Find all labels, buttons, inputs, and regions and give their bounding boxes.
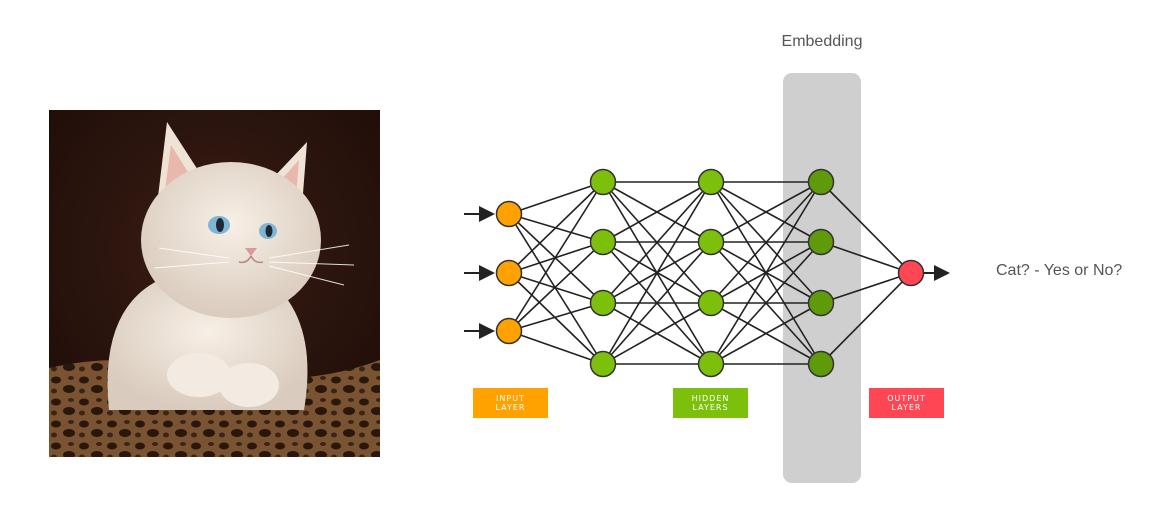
hidden2-node [697, 289, 725, 317]
network-edge [508, 241, 604, 332]
network-edges [508, 181, 912, 365]
network-edge [508, 272, 604, 304]
embedding-node [807, 168, 835, 196]
network-edge [508, 213, 604, 365]
network-edge [710, 241, 822, 365]
input-node [495, 200, 523, 228]
network-edge [820, 272, 912, 304]
network-edge [508, 181, 604, 332]
hidden1-node [589, 350, 617, 378]
output-node [897, 259, 925, 287]
input-layer-label: INPUT LAYER [495, 394, 526, 412]
network-edge [820, 241, 912, 274]
network-edge [508, 213, 604, 304]
embedding-label: Embedding [781, 33, 863, 50]
network-edge [508, 181, 604, 274]
embedding-node [807, 289, 835, 317]
embedding-node [807, 350, 835, 378]
network-edge [710, 181, 822, 304]
network-edge [820, 272, 912, 365]
hidden1-node [589, 168, 617, 196]
result-label: Cat? - Yes or No? [996, 262, 1123, 279]
network-edge [508, 330, 604, 365]
embedding-node [807, 228, 835, 256]
input-node [495, 259, 523, 287]
network-edge [710, 302, 822, 365]
input-arrows [464, 206, 950, 339]
network-edge [508, 302, 604, 332]
embedding-band [783, 73, 861, 483]
hidden2-node [697, 168, 725, 196]
input-layer-badge: INPUT LAYER [473, 388, 548, 418]
network-edge [602, 302, 712, 365]
network-edge [602, 181, 712, 243]
hidden2-node [697, 350, 725, 378]
network-edge [602, 181, 712, 304]
network-nodes [495, 168, 925, 378]
network-edge [710, 181, 822, 243]
network-edge [710, 181, 822, 365]
hidden2-node [697, 228, 725, 256]
network-edge [508, 272, 604, 365]
input-node [495, 317, 523, 345]
network-edge [508, 181, 604, 215]
hidden1-node [589, 289, 617, 317]
network-edge [602, 241, 712, 365]
output-layer-badge: OUTPUT LAYER [869, 388, 944, 418]
network-edge [602, 181, 712, 365]
hidden-layers-label: HIDDEN LAYERS [691, 394, 730, 412]
hidden-layers-badge: HIDDEN LAYERS [673, 388, 748, 418]
kitten-photo [49, 110, 380, 457]
network-edge [820, 181, 912, 274]
hidden1-node [589, 228, 617, 256]
output-layer-label: OUTPUT LAYER [887, 394, 926, 412]
